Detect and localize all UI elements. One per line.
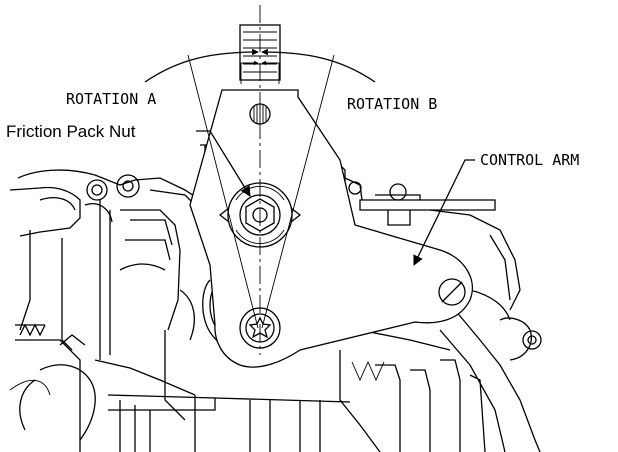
rotation-geometry [144, 5, 376, 355]
right-housing [214, 177, 542, 452]
left-housing [9, 169, 216, 452]
rotation-b-arc [261, 48, 376, 83]
rotation-a-arc [144, 48, 259, 83]
rotation-a-label: ROTATION A [66, 90, 156, 108]
friction-pack-nut-leader [196, 130, 251, 197]
friction-pack-nut-label: Friction Pack Nut [6, 122, 136, 141]
control-arm-leader [413, 159, 475, 266]
control-arm-label: CONTROL ARM [480, 151, 579, 169]
control-arm [189, 89, 473, 368]
rotation-b-label: ROTATION B [347, 95, 437, 113]
